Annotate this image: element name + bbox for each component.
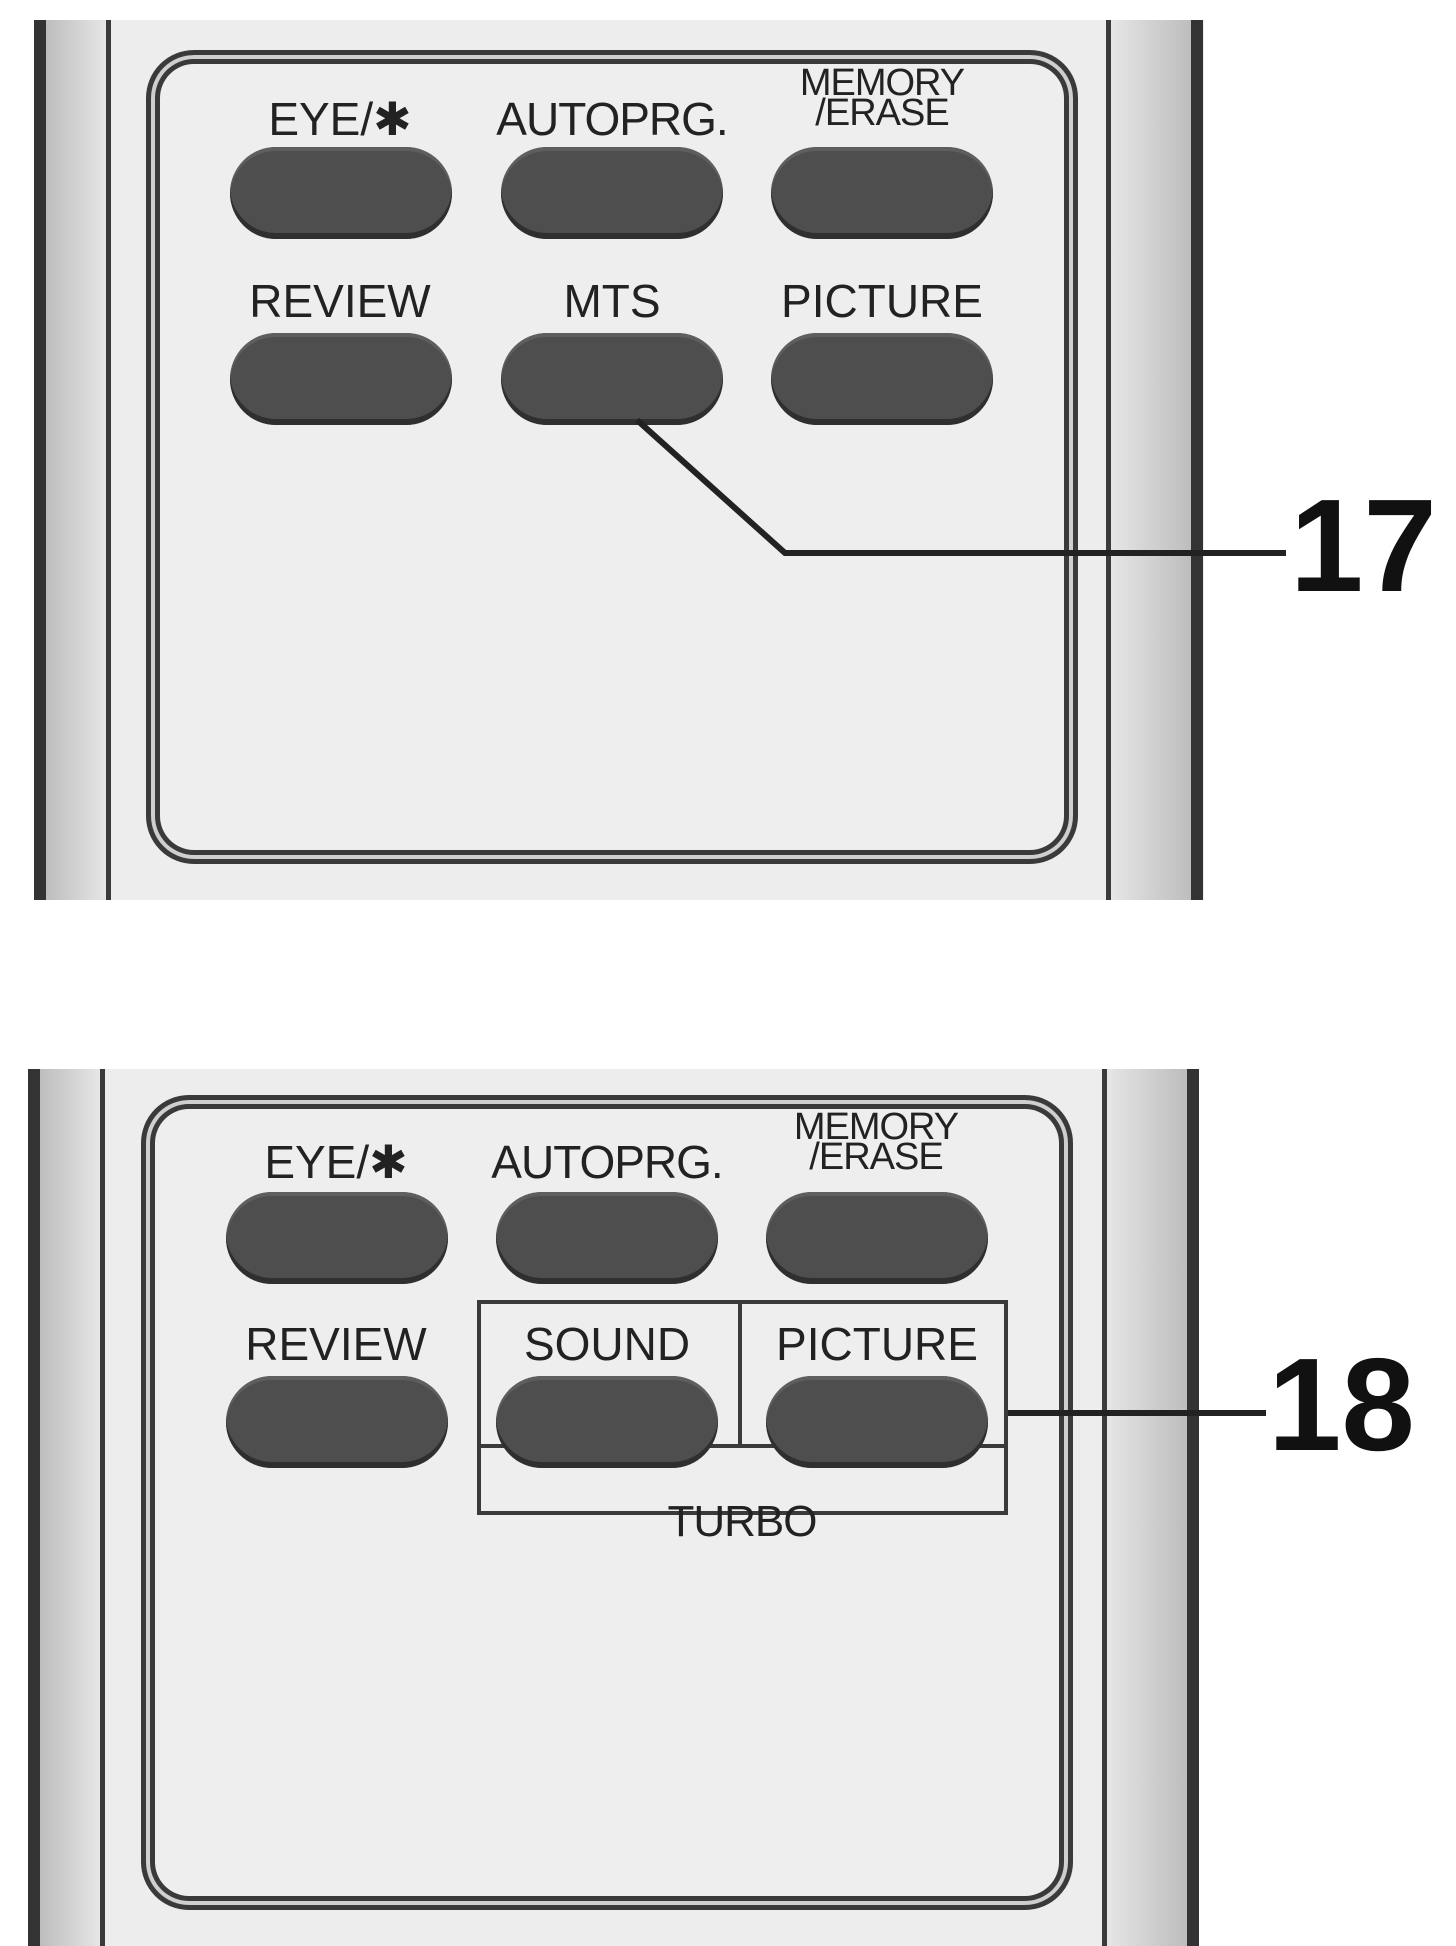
remote-left-bevel	[40, 1069, 100, 1946]
autoprg-button[interactable]	[496, 1192, 718, 1284]
remote-right-rail	[1102, 1069, 1107, 1946]
picture-button[interactable]	[771, 333, 993, 425]
remote-panel-top: EYE/✱ AUTOPRG. MEMORY /ERASE REVIEW MTS …	[0, 0, 1456, 900]
remote-left-edge	[28, 1069, 40, 1946]
memory-label-line2: /ERASE	[815, 92, 949, 134]
callout-leader-17	[634, 417, 1286, 556]
autoprg-label: AUTOPRG.	[491, 1136, 723, 1188]
autoprg-label: AUTOPRG.	[496, 93, 728, 145]
sound-button[interactable]	[496, 1376, 718, 1468]
turbo-label: TURBO	[667, 1497, 818, 1546]
turbo-divider-vertical	[738, 1300, 742, 1445]
remote-left-edge	[34, 20, 46, 900]
review-label: REVIEW	[249, 275, 431, 327]
mts-button[interactable]	[501, 333, 723, 425]
remote-right-edge	[1187, 1069, 1199, 1946]
picture-label: PICTURE	[781, 275, 983, 327]
remote-left-bevel	[46, 20, 106, 900]
memory-label-line1: MEMORY	[799, 62, 965, 104]
callout-number-18: 18	[1268, 1331, 1415, 1478]
memory-erase-label: MEMORY /ERASE	[793, 1106, 959, 1178]
memory-label-line1: MEMORY	[793, 1106, 959, 1148]
remote-right-rail	[1106, 20, 1111, 900]
review-label: REVIEW	[245, 1318, 427, 1370]
turbo-divider-horizontal	[477, 1444, 1008, 1448]
eye-button[interactable]	[226, 1192, 448, 1284]
review-button[interactable]	[230, 333, 452, 425]
remote-right-bevel	[1107, 1069, 1187, 1946]
picture-label: PICTURE	[776, 1318, 978, 1370]
sound-label: SOUND	[523, 1318, 691, 1370]
memory-erase-button[interactable]	[771, 147, 993, 239]
remote-right-bevel	[1111, 20, 1191, 900]
autoprg-button[interactable]	[501, 147, 723, 239]
remote-left-rail	[100, 1069, 105, 1946]
picture-button[interactable]	[766, 1376, 988, 1468]
callout-leader-18	[1008, 1410, 1266, 1416]
memory-label-line2: /ERASE	[809, 1136, 943, 1178]
memory-erase-button[interactable]	[766, 1192, 988, 1284]
review-button[interactable]	[226, 1376, 448, 1468]
callout-number-17: 17	[1290, 472, 1437, 619]
mts-label: MTS	[563, 275, 661, 327]
remote-panel-bottom: EYE/✱ AUTOPRG. MEMORY /ERASE REVIEW SOUN…	[0, 1055, 1456, 1946]
remote-right-edge	[1191, 20, 1203, 900]
memory-erase-label: MEMORY /ERASE	[799, 62, 965, 134]
turbo-group-frame	[477, 1300, 1008, 1515]
eye-button[interactable]	[230, 147, 452, 239]
eye-label: EYE/✱	[268, 93, 412, 145]
remote-left-rail	[106, 20, 111, 900]
eye-label: EYE/✱	[264, 1136, 408, 1188]
